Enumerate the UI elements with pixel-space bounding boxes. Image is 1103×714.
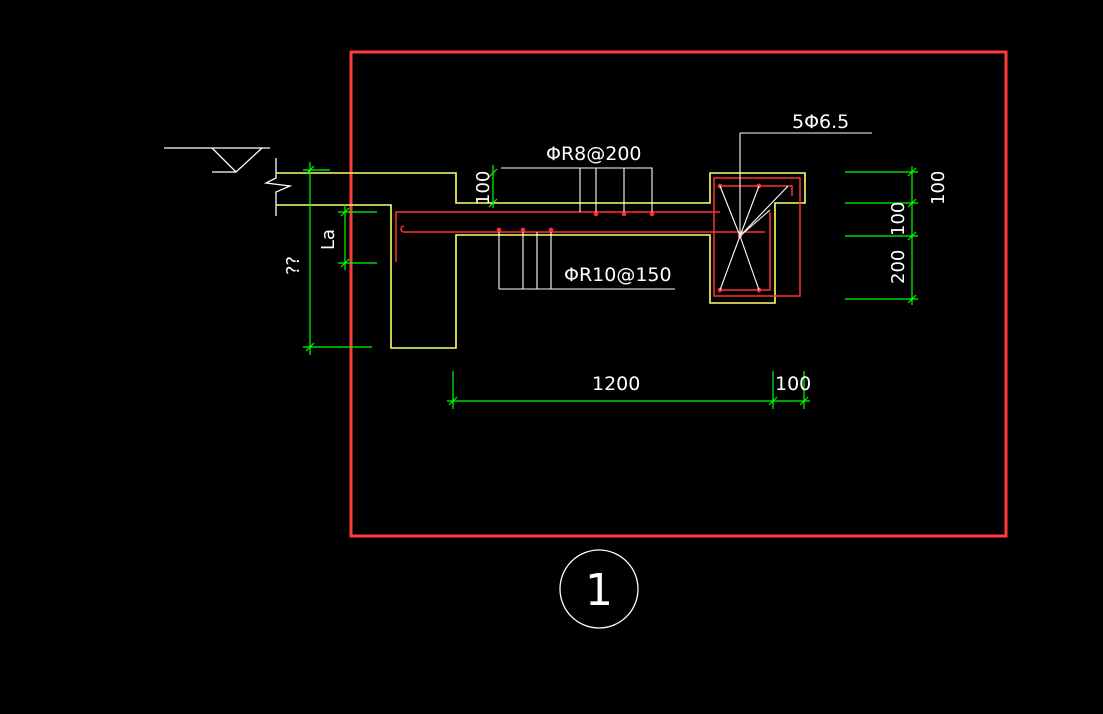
stirrup-top-label: ΦR8@200 bbox=[546, 143, 642, 165]
dim-100-bottom-label: 100 bbox=[775, 373, 811, 395]
dim-right-200-label: 200 bbox=[888, 250, 909, 284]
viewport-frame[interactable] bbox=[349, 50, 1008, 538]
break-line-symbol bbox=[263, 158, 293, 216]
rebar-count-label: 5Φ6.5 bbox=[792, 111, 849, 133]
anchorage-label: La bbox=[318, 229, 339, 250]
concrete-section-outline bbox=[276, 172, 806, 349]
dim-100-left-label: 100 bbox=[473, 171, 494, 205]
detail-mark-circle bbox=[559, 549, 639, 629]
dim-right-100-mid-label: 100 bbox=[888, 202, 909, 236]
unknown-dim-label: ?? bbox=[283, 256, 304, 275]
dim-right-100-top-label: 100 bbox=[928, 171, 949, 205]
dimension-lines bbox=[303, 162, 918, 409]
leader-lines bbox=[498, 132, 872, 291]
dim-1200-label: 1200 bbox=[592, 373, 640, 395]
elevation-symbol bbox=[164, 147, 270, 173]
detail-mark-number: 1 bbox=[585, 565, 613, 616]
stirrup-bottom-label: ΦR10@150 bbox=[564, 264, 672, 286]
